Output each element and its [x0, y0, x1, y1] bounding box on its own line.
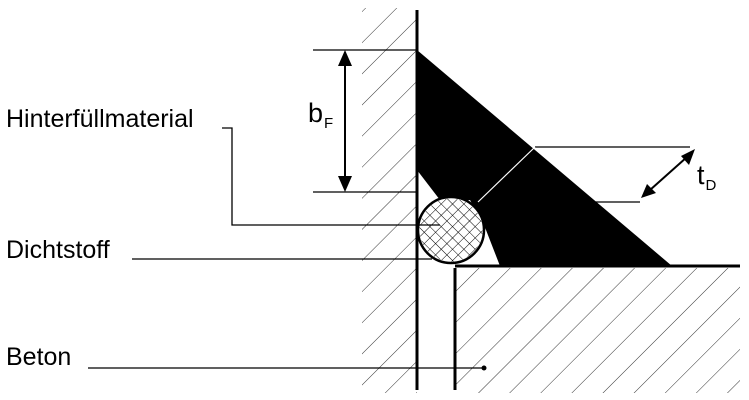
- td-arrow-upper: [681, 149, 695, 165]
- sealant-wedge: [417, 50, 672, 266]
- label-sealant: Dichtstoff: [6, 236, 110, 264]
- sealant-depth-symbol: t: [697, 160, 705, 190]
- bf-arrow-bottom: [338, 176, 352, 192]
- sealant-depth-label: tD: [697, 160, 717, 194]
- td-ext-diagonal: [477, 146, 536, 203]
- td-dimension-line: [649, 156, 688, 191]
- label-backfill: Hinterfüllmaterial: [6, 105, 194, 133]
- bf-arrow-top: [338, 50, 352, 66]
- leader-backfill: [222, 127, 440, 226]
- joint-width-label: bF: [308, 98, 334, 132]
- left-concrete-hatch: [362, 8, 417, 393]
- sealant-depth-subscript: D: [705, 177, 717, 194]
- joint-width-symbol: b: [308, 98, 324, 128]
- leader-concrete-dot: [481, 365, 487, 371]
- td-arrow-lower: [641, 184, 656, 198]
- right-concrete-hatch: [455, 268, 740, 393]
- label-concrete: Beton: [6, 343, 72, 371]
- joint-width-subscript: F: [324, 115, 334, 132]
